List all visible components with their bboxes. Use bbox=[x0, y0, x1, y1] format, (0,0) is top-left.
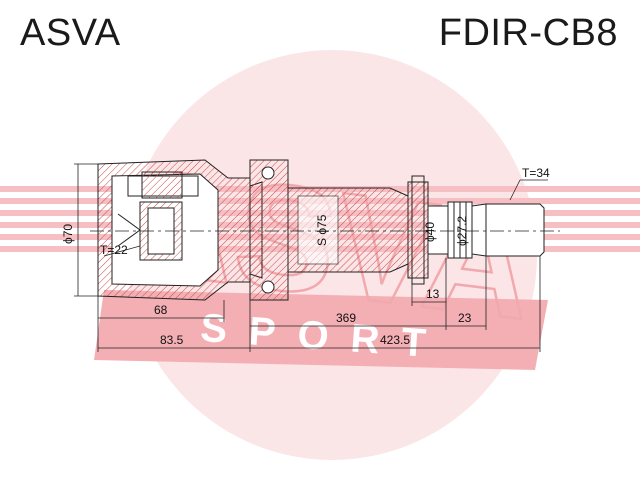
spider-core bbox=[141, 171, 183, 199]
collar-cap bbox=[411, 175, 425, 285]
label-len-shaft: 369 bbox=[336, 311, 356, 325]
label-wall-thickness: T=22 bbox=[100, 243, 128, 257]
label-spline-end: T=34 bbox=[522, 166, 550, 180]
label-dia-spline-end: ϕ27.2 bbox=[455, 216, 469, 246]
spline-tip bbox=[471, 203, 545, 257]
label-len-housing-inner: 68 bbox=[154, 303, 168, 317]
label-dia-housing: ϕ70 bbox=[61, 224, 75, 244]
dimension-lines bbox=[74, 163, 548, 352]
label-dia-seat: ϕ40 bbox=[423, 222, 437, 242]
label-len-collar: 13 bbox=[426, 287, 440, 301]
dimension-labels: ϕ70 T=22 S ϕ75 ϕ40 ϕ27.2 T=34 68 83.5 36… bbox=[61, 166, 550, 347]
label-spline-dia: S ϕ75 bbox=[315, 214, 329, 246]
part-code: FDIR-CB8 bbox=[438, 12, 618, 54]
clamp-bolt-bottom bbox=[261, 280, 275, 294]
label-len-spline-end: 23 bbox=[458, 311, 472, 325]
shaft-spline bbox=[297, 195, 339, 265]
boot-clamp bbox=[249, 159, 289, 301]
label-len-housing-total: 83.5 bbox=[160, 333, 184, 347]
brand-title: ASVA bbox=[20, 12, 121, 54]
watermark-banner bbox=[94, 290, 548, 370]
label-len-overall: 423.5 bbox=[380, 333, 410, 347]
clamp-bolt-top bbox=[261, 166, 275, 180]
